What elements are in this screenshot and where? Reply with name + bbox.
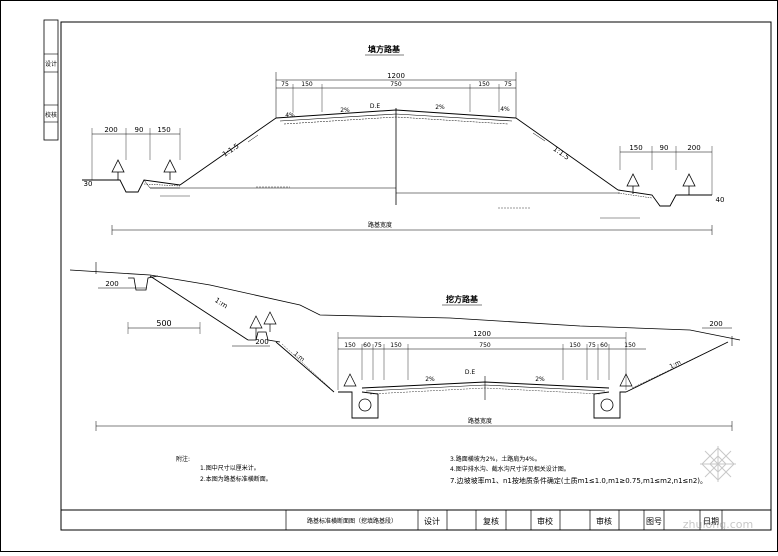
note-4: 4.图中排水沟、截水沟尺寸详见相关设计图。 bbox=[450, 465, 570, 473]
notes-heading: 附注: bbox=[176, 455, 190, 463]
cut-width-label: 路基宽度 bbox=[468, 417, 492, 425]
fill-dim-center: 750 bbox=[390, 81, 402, 88]
tb-check: 复核 bbox=[483, 516, 499, 526]
tb-date: 日期 bbox=[703, 517, 719, 526]
cut-top-right-width: 200 bbox=[709, 320, 722, 328]
fill-dim-right-b: 150 bbox=[478, 81, 490, 88]
fill-ditch-right-dim-3: 200 bbox=[687, 144, 700, 152]
cut-dim-b: 60 bbox=[363, 342, 371, 349]
cut-crossfall-right: 2% bbox=[535, 376, 545, 383]
cut-crown-label: D.E bbox=[465, 369, 476, 376]
left-strip: 设计 校核 bbox=[43, 19, 59, 141]
title-block: 路基标准横断面图（挖填路基段） 设计 复核 审校 审核 图号 日期 bbox=[61, 509, 771, 530]
cut-dim-h: 150 bbox=[624, 342, 636, 349]
fill-dim-total: 1200 bbox=[387, 72, 405, 80]
tb-drawing-no: 图号 bbox=[646, 517, 662, 526]
fill-dim-left-a: 75 bbox=[281, 81, 289, 88]
fill-crossfall-left: 2% bbox=[340, 107, 350, 114]
strip-label-bottom: 校核 bbox=[45, 111, 57, 119]
inner-frame bbox=[60, 21, 772, 531]
cut-top-ditch-dim: 200 bbox=[105, 280, 118, 288]
cut-dim-g: 60 bbox=[600, 342, 608, 349]
watermark-logo-icon bbox=[700, 446, 736, 482]
cut-dim-e: 150 bbox=[569, 342, 581, 349]
fill-slope-left: 1:1.5 bbox=[221, 142, 240, 159]
note-3: 3.路面横坡为2%，土路肩为4%。 bbox=[450, 455, 541, 463]
drawing-title: 路基标准横断面图（挖填路基段） bbox=[307, 517, 397, 525]
watermark: zhulong.com bbox=[683, 446, 753, 531]
tb-review: 审校 bbox=[537, 516, 553, 526]
cut-slope-upper: 1:m bbox=[213, 296, 229, 310]
fill-ditch-right-dim-2: 90 bbox=[660, 144, 669, 152]
fill-shoulder-left: 4% bbox=[285, 112, 295, 119]
fill-height-left: 30 bbox=[84, 180, 93, 188]
fill-dim-right-a: 75 bbox=[504, 81, 512, 88]
cut-dim-a: 150 bbox=[344, 342, 356, 349]
fill-section: 填方路基 1200 75 150 750 150 75 D.E 2% 2% 4%… bbox=[82, 44, 724, 235]
fill-width-label: 路基宽度 bbox=[368, 221, 392, 229]
note-2: 2.本图为路基标准横断面。 bbox=[200, 475, 272, 483]
fill-crossfall-right: 2% bbox=[435, 104, 445, 111]
cut-dim-center: 750 bbox=[479, 342, 491, 349]
note-1: 1.图中尺寸以厘米计。 bbox=[200, 464, 260, 472]
fill-section-title: 填方路基 bbox=[368, 44, 401, 54]
strip-label-top: 设计 bbox=[45, 60, 57, 68]
cut-platform-width: 500 bbox=[156, 319, 171, 328]
cut-dim-f: 75 bbox=[588, 342, 596, 349]
cut-slope-lower: 1:m bbox=[292, 350, 306, 363]
cut-section: 挖方路基 200 1:m 500 200 1:m 1:m 2 bbox=[69, 262, 741, 431]
tb-design: 设计 bbox=[424, 516, 440, 526]
fill-ditch-left-dim-3: 150 bbox=[157, 126, 170, 134]
fill-dim-left-b: 150 bbox=[301, 81, 313, 88]
note-7: 7.边坡坡率m1、n1按地质条件确定(土质m1≤1.0,m1≥0.75,m1≤m… bbox=[450, 476, 707, 485]
tb-approve: 审核 bbox=[596, 516, 612, 526]
cut-crossfall-left: 2% bbox=[425, 376, 435, 383]
fill-slope-right: 1:1.5 bbox=[551, 145, 570, 162]
cut-section-title: 挖方路基 bbox=[446, 294, 479, 304]
fill-ditch-left-dim-2: 90 bbox=[135, 126, 144, 134]
cut-slope-right: 1:m bbox=[669, 359, 683, 371]
watermark-text: zhulong.com bbox=[683, 518, 753, 531]
cut-dim-total: 1200 bbox=[473, 330, 491, 338]
cut-step-width: 200 bbox=[255, 338, 268, 346]
fill-height-right: 40 bbox=[716, 196, 725, 204]
fill-ditch-right-dim-1: 150 bbox=[629, 144, 642, 152]
fill-ditch-left-dim-1: 200 bbox=[104, 126, 117, 134]
cut-dim-c: 75 bbox=[374, 342, 382, 349]
fill-crown-label: D.E bbox=[370, 103, 381, 110]
notes-block: 附注: 1.图中尺寸以厘米计。 2.本图为路基标准横断面。 3.路面横坡为2%，… bbox=[176, 455, 707, 485]
cut-dim-d: 150 bbox=[390, 342, 402, 349]
fill-shoulder-right: 4% bbox=[500, 106, 510, 113]
